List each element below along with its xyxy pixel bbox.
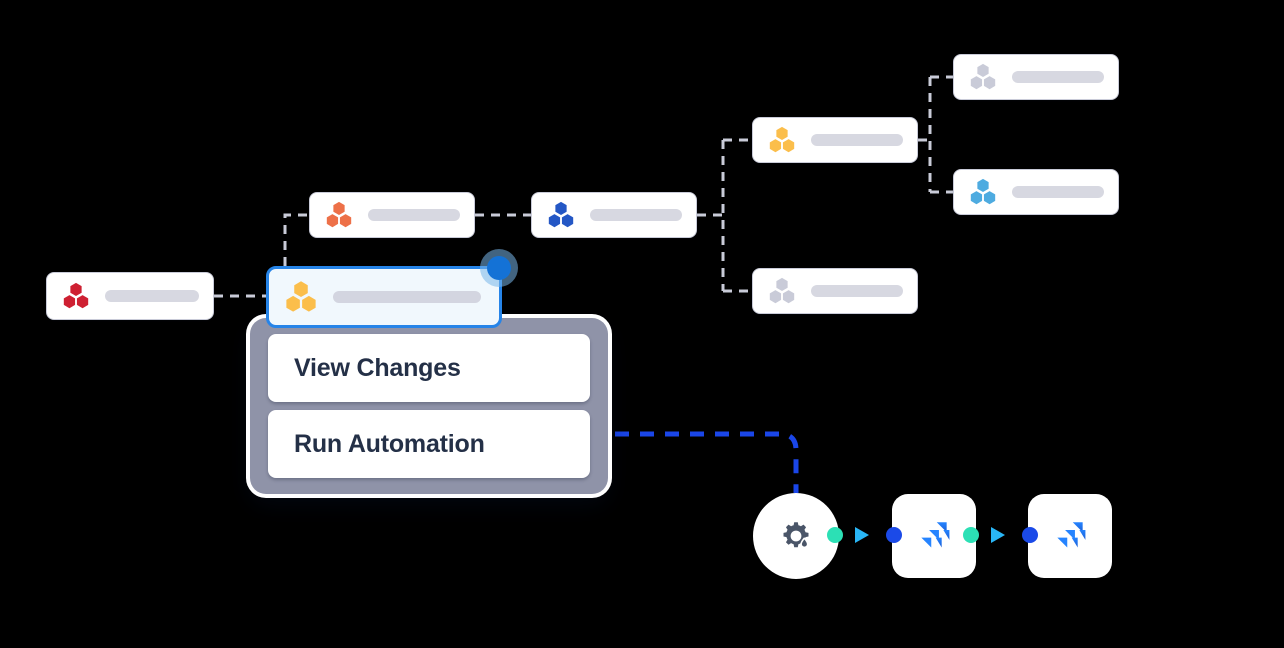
hexagon-cluster-icon <box>769 126 795 153</box>
hexagon-cluster-icon <box>326 201 352 228</box>
tree-node-gray-lower[interactable] <box>752 268 918 314</box>
hexagon-cluster-icon <box>970 63 996 90</box>
hexagon-cluster-icon <box>548 201 574 228</box>
tree-node-sky[interactable] <box>953 169 1119 215</box>
tree-node-label-placeholder <box>811 134 903 146</box>
tree-node-amber[interactable] <box>752 117 918 163</box>
tree-node-label-placeholder <box>105 290 199 302</box>
tree-node-selected[interactable] <box>266 266 502 328</box>
automation-step-jira-1[interactable] <box>892 494 976 578</box>
tree-node-label-placeholder <box>1012 186 1104 198</box>
node-selection-badge[interactable] <box>480 249 518 287</box>
hexagon-cluster-icon <box>63 282 89 309</box>
tree-node-label-placeholder <box>590 209 682 221</box>
automation-step-gear[interactable] <box>753 493 839 579</box>
menu-item-run-automation[interactable]: Run Automation <box>268 410 590 478</box>
badge-dot-icon <box>487 256 511 280</box>
menu-item-view-changes[interactable]: View Changes <box>268 334 590 402</box>
automation-step-jira-2[interactable] <box>1028 494 1112 578</box>
hexagon-cluster-icon <box>286 281 316 312</box>
jira-logo-icon <box>1057 522 1086 548</box>
edge-run-automation-to-pipeline <box>590 431 799 493</box>
tree-node-gray-top[interactable] <box>953 54 1119 100</box>
edge-selected-to-orange <box>283 213 309 266</box>
hexagon-cluster-icon <box>769 277 795 304</box>
gear-droplet-icon <box>783 522 809 549</box>
tree-node-orange[interactable] <box>309 192 475 238</box>
node-context-menu: View Changes Run Automation <box>250 318 608 494</box>
tree-node-root[interactable] <box>46 272 214 320</box>
hexagon-cluster-icon <box>970 178 996 205</box>
tree-node-label-placeholder <box>333 291 481 303</box>
jira-logo-icon <box>921 522 950 548</box>
tree-node-label-placeholder <box>368 209 460 221</box>
tree-node-label-placeholder <box>811 285 903 297</box>
menu-item-label: View Changes <box>294 353 461 382</box>
tree-node-blue[interactable] <box>531 192 697 238</box>
tree-node-label-placeholder <box>1012 71 1104 83</box>
menu-item-label: Run Automation <box>294 429 485 458</box>
